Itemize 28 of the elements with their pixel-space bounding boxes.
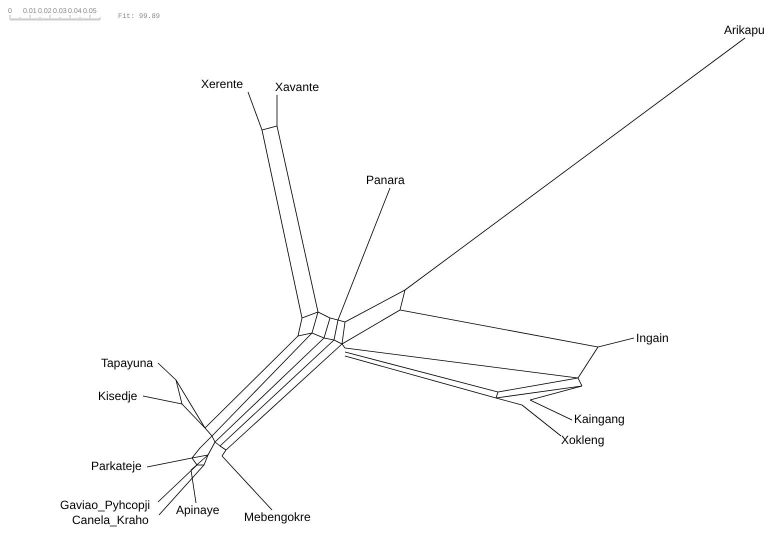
pendant-line: [158, 362, 176, 380]
pendant-line: [522, 404, 562, 436]
taxon-label: Apinaye: [176, 503, 220, 517]
pendant-line: [222, 456, 272, 510]
taxon-label: Tapayuna: [101, 356, 154, 370]
taxon-label: Xerente: [201, 77, 244, 91]
pendant-line: [248, 92, 262, 130]
taxon-label: Ingain: [636, 331, 669, 345]
pendant-line: [190, 470, 196, 504]
pendant-line: [530, 400, 572, 420]
taxon-label: Mebengokre: [244, 510, 311, 524]
taxon-label: Xavante: [275, 80, 320, 94]
taxon-label: Gaviao_Pyhcopji: [60, 498, 150, 512]
taxon-label: Xokleng: [561, 433, 604, 447]
taxon-label: Kaingang: [574, 412, 625, 426]
taxon-label: Kisedje: [98, 389, 138, 403]
pendant-line: [158, 464, 198, 502]
pendant-line: [338, 188, 390, 320]
pendant-line: [276, 94, 278, 126]
pendant-line: [142, 396, 182, 404]
pendant-line: [146, 458, 192, 468]
pendant-line: [598, 338, 634, 348]
taxon-label: Canela_Kraho: [72, 513, 149, 527]
pendant-line: [158, 464, 204, 516]
taxon-label: Parkateje: [91, 459, 142, 473]
pendant-line: [404, 38, 746, 290]
taxon-label: Arikapu: [724, 23, 765, 37]
taxon-label: Panara: [366, 173, 405, 187]
